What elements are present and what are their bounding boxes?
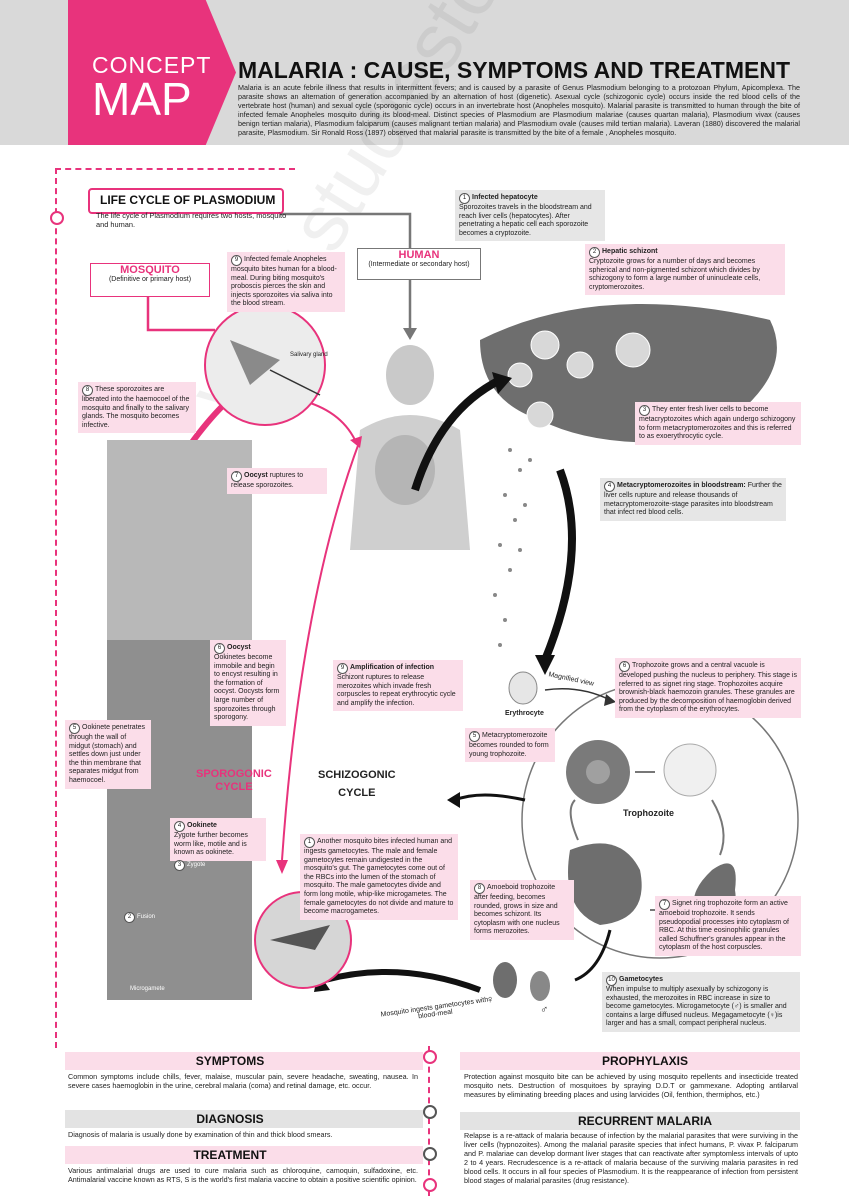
mosquito-host-title: MOSQUITO — [120, 264, 180, 276]
symptoms-title: SYMPTOMS — [195, 1054, 265, 1068]
trophozoite-label: Trophozoite — [623, 808, 674, 818]
recurrent-header-bg — [460, 1112, 800, 1130]
diagnosis-title: DIAGNOSIS — [196, 1112, 264, 1126]
badge-line1: CONCEPT — [92, 52, 212, 78]
recurrent-text: Relapse is a re-attack of malaria becaus… — [464, 1131, 798, 1185]
treatment-header-bg — [65, 1146, 423, 1164]
human-arrow-icon — [403, 328, 417, 340]
concept-map-badge — [68, 0, 236, 145]
intro-paragraph: Malaria is an acute febrile illness that… — [238, 83, 800, 137]
page-title: MALARIA : CAUSE, SYMPTOMS AND TREATMENT — [238, 57, 790, 83]
lifecycle-text: The life cycle of Plasmodium requires tw… — [96, 211, 287, 229]
lifecycle-title: LIFE CYCLE OF PLASMODIUM — [100, 193, 276, 207]
female-symbol: ♀ — [486, 994, 495, 1006]
prophylaxis-text: Protection against mosquito bite can be … — [464, 1072, 798, 1099]
erythrocyte-label: Erythrocyte — [505, 710, 544, 717]
treatment-text: Various antimalarial drugs are used to c… — [68, 1166, 418, 1184]
bite-arrow — [281, 439, 361, 861]
salivary-gland-label: Salivary gland — [290, 352, 328, 358]
to-blood-arrow — [541, 468, 576, 662]
to-mosquito-arrow — [324, 969, 482, 993]
human-connector — [280, 212, 412, 330]
badge-line2: MAP — [92, 73, 192, 125]
lifecycle-title-box — [88, 188, 284, 214]
human-host-box: HUMAN (Intermediate or secondary host) — [357, 248, 481, 280]
microgamete-label: Microgamete — [130, 986, 165, 992]
treatment-node-icon — [423, 1147, 437, 1161]
human-host-sub: (Intermediate or secondary host) — [368, 261, 470, 268]
diagnosis-header-bg — [65, 1110, 423, 1128]
to-liver-arrow — [411, 376, 502, 492]
dashed-connector-left — [55, 168, 57, 1048]
sporogonic-label: SPOROGONIC CYCLE — [196, 768, 272, 793]
prophylaxis-header-bg — [460, 1052, 800, 1070]
dashed-connector-top — [55, 168, 295, 170]
mosquito-connector — [146, 295, 215, 332]
bottom-center-connector — [428, 1046, 430, 1196]
prophylaxis-title: PROPHYLAXIS — [601, 1054, 688, 1068]
diagnosis-node-icon — [423, 1105, 437, 1119]
magnified-arrow — [544, 688, 611, 701]
symptoms-node-icon — [423, 1050, 437, 1064]
schizogonic-label: SCHIZOGONIC CYCLE — [318, 769, 396, 799]
diagnosis-text: Diagnosis of malaria is usually done by … — [68, 1130, 333, 1139]
macrogametocyte-icon — [493, 962, 517, 998]
connector-node-icon — [50, 211, 64, 225]
schizont — [568, 843, 642, 925]
male-symbol: ♂ — [540, 1004, 549, 1016]
rbc-signet-ring — [663, 743, 717, 797]
microgametocyte-icon — [530, 971, 550, 1001]
human-head — [386, 345, 434, 405]
symptoms-text: Common symptoms include chills, fever, m… — [68, 1072, 418, 1090]
mosquito-host-sub: (Definitive or primary host) — [108, 276, 192, 283]
mosquito-host-box: MOSQUITO (Definitive or primary host) — [90, 263, 210, 297]
merozoite-dots — [493, 448, 532, 647]
human-host-title: HUMAN — [398, 249, 440, 261]
merozoite-release-arrow — [454, 793, 526, 802]
lifecycle-diagram — [146, 212, 799, 1001]
recurrent-node-icon — [423, 1178, 437, 1192]
erythrocyte-icon — [508, 671, 538, 705]
symptoms-header-bg — [65, 1052, 423, 1070]
treatment-title: TREATMENT — [193, 1148, 267, 1162]
recurrent-title: RECURRENT MALARIA — [578, 1114, 712, 1128]
